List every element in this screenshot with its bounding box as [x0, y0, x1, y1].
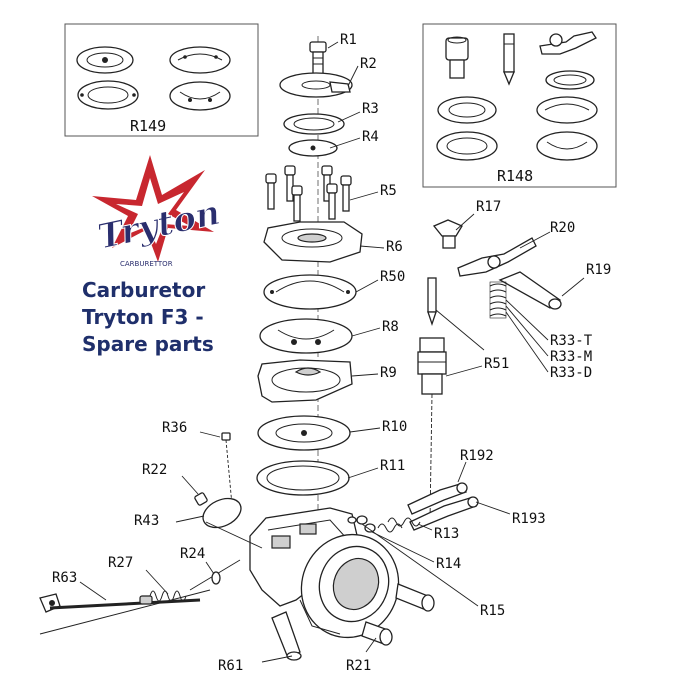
r148-washer: [545, 70, 595, 90]
r148-lever: [539, 31, 597, 55]
part-r10-diaphragm: [257, 415, 351, 451]
label-r43: R43: [134, 513, 159, 529]
label-r15: R15: [480, 603, 505, 619]
kit-label-r148: R148: [497, 167, 533, 185]
part-r193-fitting: [409, 496, 479, 531]
label-r13: R13: [434, 526, 459, 542]
part-r51-seat: [417, 337, 447, 395]
heading-line-3: Spare parts: [82, 332, 214, 356]
label-r33-m: R33-M: [550, 349, 592, 365]
leader-lines: [79, 41, 585, 663]
label-r8: R8: [382, 319, 399, 335]
kit-box-r149: R149: [64, 23, 259, 137]
part-main-body: [189, 507, 400, 639]
part-r43-disc: [202, 497, 242, 529]
part-r4-disc: [288, 139, 338, 157]
part-r192-fitting: [407, 482, 468, 515]
label-r33-t: R33-T: [550, 333, 593, 349]
part-r6-pump-cover: [263, 221, 363, 263]
label-r1: R1: [340, 32, 357, 48]
r148-gasket-3: [436, 131, 498, 161]
label-r61: R61: [218, 658, 243, 674]
part-r33-spring: [489, 281, 507, 319]
label-r51: R51: [484, 356, 509, 372]
kit-box-r148: R148: [422, 23, 617, 188]
label-r19: R19: [586, 262, 611, 278]
part-r19-pin: [498, 271, 562, 310]
part-r24-clip: [211, 571, 221, 585]
r148-gasket-4: [536, 131, 598, 161]
part-r61-pin: [271, 611, 302, 661]
label-r9: R9: [380, 365, 397, 381]
label-r14: R14: [436, 556, 461, 572]
label-r192: R192: [460, 448, 494, 464]
label-r6: R6: [386, 239, 403, 255]
part-r9-plate: [257, 359, 353, 403]
r149-gasket-3: [77, 80, 139, 110]
label-r50: R50: [380, 269, 405, 285]
part-r11-gasket: [256, 460, 350, 496]
r148-inlet-needle: [503, 33, 515, 86]
logo-subtitle: CARBURETTOR: [120, 260, 173, 268]
part-r15-cylinder: [395, 583, 435, 612]
r148-needle-seat: [445, 36, 469, 79]
label-r2: R2: [360, 56, 377, 72]
label-r11: R11: [380, 458, 405, 474]
part-r3-ring: [283, 113, 345, 135]
label-r3: R3: [362, 101, 379, 117]
r148-gasket-2: [536, 96, 598, 124]
label-r27: R27: [108, 555, 133, 571]
label-r20: R20: [550, 220, 575, 236]
heading-line-1: Carburetor: [82, 278, 206, 302]
label-r21: R21: [346, 658, 371, 674]
part-r1-screw: [309, 41, 327, 75]
kit-label-r149: R149: [130, 117, 166, 135]
label-r63: R63: [52, 570, 77, 586]
part-r20-lever: [457, 237, 537, 277]
r148-gasket-1: [437, 96, 497, 124]
part-r63-shaft: [39, 589, 211, 635]
part-r2-cover: [279, 72, 353, 98]
part-r36-pin: [221, 432, 231, 441]
part-r21-cylinder: [361, 621, 393, 646]
label-r22: R22: [142, 462, 167, 478]
page-heading: Carburetor Tryton F3 - Spare parts: [82, 277, 282, 358]
label-r36: R36: [162, 420, 187, 436]
label-r24: R24: [180, 546, 205, 562]
r149-gasket-4: [169, 81, 231, 111]
label-r33-d: R33-D: [550, 365, 592, 381]
r149-gasket-2: [169, 46, 231, 74]
part-labels: R1 R2 R3 R4 R5 R6 R50 R8 R9 R10 R11 R17 …: [52, 32, 611, 674]
heading-line-2: Tryton F3 -: [82, 305, 204, 329]
label-r193: R193: [512, 511, 546, 527]
label-r5: R5: [380, 183, 397, 199]
label-r10: R10: [382, 419, 407, 435]
label-r17: R17: [476, 199, 501, 215]
r149-gasket-1: [76, 46, 134, 74]
part-r17-plug: [432, 219, 463, 249]
part-r27-spring: [139, 590, 187, 605]
label-r4: R4: [362, 129, 379, 145]
part-r22-screw: [194, 492, 208, 506]
part-r5-screws: [265, 165, 352, 222]
tryton-logo: Tryton CARBURETTOR: [92, 155, 224, 268]
part-needle: [427, 277, 437, 327]
part-r13-spring: [377, 517, 421, 533]
part-r14-washers: [347, 515, 376, 533]
